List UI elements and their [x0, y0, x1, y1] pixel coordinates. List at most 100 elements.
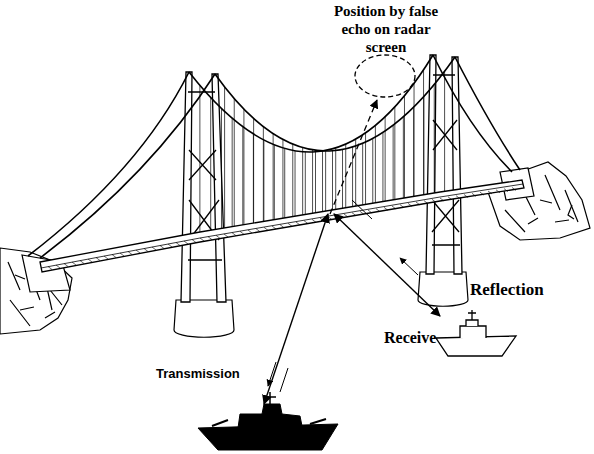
deck-truss-line	[112, 255, 116, 258]
suspender-cable	[375, 125, 376, 203]
suspender-cable	[325, 150, 326, 212]
deck-truss-line	[360, 211, 364, 214]
deck-truss-line	[472, 193, 476, 196]
suspender-cable	[312, 150, 313, 214]
deck-truss-line	[184, 241, 188, 244]
merchant-ship	[436, 310, 516, 356]
deck-truss-line	[488, 191, 492, 194]
suspender-cable	[394, 107, 395, 201]
deck-truss-line	[56, 265, 60, 268]
deck-truss-line	[264, 227, 268, 230]
deck-truss	[48, 187, 516, 269]
suspender-cable	[273, 134, 274, 221]
suspender-cable	[342, 149, 343, 209]
suspender-cable	[242, 127, 243, 226]
deck-truss-line	[208, 237, 212, 240]
deck-truss-line	[312, 219, 316, 222]
reflection-label: Reflection	[470, 280, 580, 300]
deck-truss-line	[72, 262, 76, 265]
suspender-cable	[372, 138, 373, 204]
suspender-cable	[263, 127, 264, 223]
suspender-cable	[315, 152, 316, 214]
suspender-cable	[199, 85, 200, 233]
deck-truss-line	[272, 226, 276, 229]
deck-truss-line	[384, 207, 388, 210]
suspender-cable	[403, 117, 404, 199]
false-echo-label: Position by false echo on radar screen	[322, 2, 450, 56]
deck-truss-line	[224, 234, 228, 237]
deck-truss-line	[480, 192, 484, 195]
suspender-cable	[284, 148, 285, 219]
deck-truss-line	[400, 205, 404, 208]
suspender-cable	[352, 147, 353, 208]
suspender-cable	[414, 83, 415, 197]
suspender-cable	[444, 71, 445, 192]
deck-truss-line	[464, 194, 468, 197]
deck-truss-line	[176, 243, 180, 246]
deck-truss-line	[256, 229, 260, 232]
deck-truss-line	[440, 198, 444, 201]
suspender-cable	[355, 139, 356, 207]
transmission-label: Transmission	[156, 366, 260, 382]
deck-truss-line	[296, 222, 300, 225]
deck-truss-line	[240, 231, 244, 234]
suspender-cable	[362, 143, 363, 206]
deck-truss-line	[48, 267, 52, 270]
suspender-cables	[200, 70, 445, 233]
suspender-cable	[224, 87, 225, 229]
deck-truss-line	[512, 187, 516, 190]
deck-truss-line	[248, 230, 252, 233]
deck-truss-line	[496, 190, 500, 193]
deck-truss-line	[232, 233, 236, 236]
receive-label: Receive	[384, 328, 474, 347]
suspender-cable	[393, 125, 394, 201]
deck-truss-line	[304, 221, 308, 224]
deck-truss-line	[104, 256, 108, 259]
deck-truss-line	[416, 202, 420, 205]
deck-truss-line	[200, 238, 204, 241]
deck-truss-line	[352, 213, 356, 216]
deck-truss-line	[144, 249, 148, 252]
suspender-cable	[274, 145, 275, 221]
suspender-cable	[292, 144, 293, 217]
deck-truss-line	[136, 250, 140, 253]
suspender-cable	[305, 152, 306, 216]
deck-truss-line	[328, 217, 332, 220]
false-echo-ellipse	[355, 55, 415, 97]
suspender-cable	[295, 151, 296, 217]
deck-truss-line	[408, 203, 412, 206]
false-echo-line	[330, 100, 377, 214]
reflection-line	[334, 214, 440, 316]
deck-truss-line	[280, 225, 284, 228]
deck-truss-line	[424, 201, 428, 204]
deck-truss-line	[376, 209, 380, 212]
deck-truss-line	[160, 246, 164, 249]
suspender-cable	[243, 109, 244, 226]
reflection-arrows	[352, 200, 418, 275]
deck-truss-line	[288, 223, 292, 226]
suspender-cable	[210, 98, 211, 232]
suspender-cable	[234, 99, 235, 228]
deck-truss-line	[152, 247, 156, 250]
suspender-cable	[282, 139, 283, 219]
suspender-cable	[385, 117, 386, 202]
suspender-cable	[253, 119, 254, 225]
right-shore	[488, 162, 590, 240]
deck-truss-line	[88, 259, 92, 262]
deck-truss-line	[432, 199, 436, 202]
deck-truss-line	[448, 197, 452, 200]
deck-truss-line	[168, 244, 172, 247]
suspender-cable	[253, 134, 254, 224]
suspender-cable	[322, 151, 323, 213]
deck-truss-line	[128, 252, 132, 255]
deck-truss-line	[216, 235, 220, 238]
suspender-cable	[332, 151, 333, 211]
warship	[198, 392, 338, 450]
main-cable	[28, 55, 520, 258]
transmission-line	[264, 214, 328, 404]
suspender-cable	[365, 133, 366, 206]
transmission-arrows	[268, 362, 288, 392]
suspender-cable	[404, 96, 405, 199]
